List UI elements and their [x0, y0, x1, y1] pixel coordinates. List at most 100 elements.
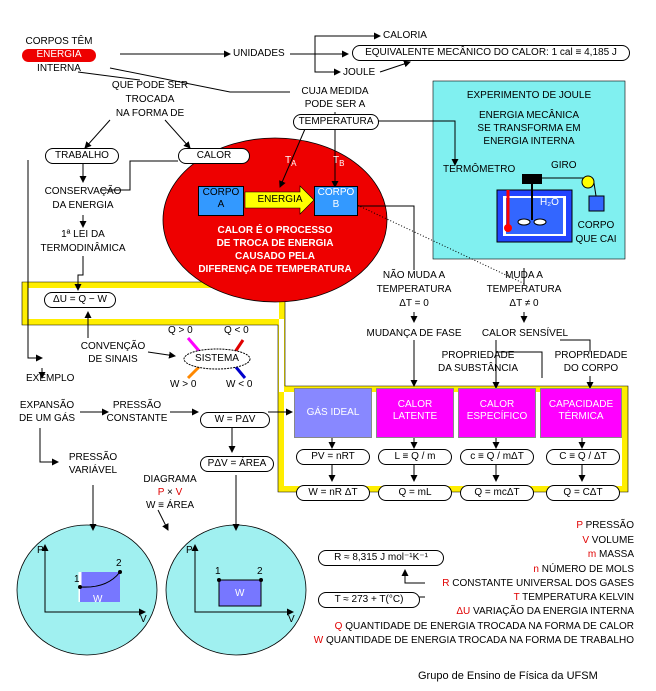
capacidade-termica-line1: CAPACIDADE — [548, 399, 614, 410]
formula-especifico: c ≡ Q / mΔT — [460, 449, 534, 465]
legend-symbol: R — [442, 578, 450, 589]
energia-arrow — [244, 185, 315, 215]
convencao-line2: DE SINAIS — [88, 354, 138, 365]
legend-symbol: m — [587, 549, 597, 560]
legend-row: V VOLUME — [582, 535, 634, 548]
graph2-v-axis: V — [288, 614, 295, 625]
pressao-var-line2: VARIÁVEL — [68, 465, 118, 476]
unidades-label: UNIDADES — [233, 48, 285, 59]
mudanca-fase-label: MUDANÇA DE FASE — [366, 328, 462, 339]
legend-row: m MASSA — [588, 549, 634, 562]
legend-text: TEMPERATURA KELVIN — [522, 592, 634, 603]
formula-capacidade: C ≡ Q / ΔT — [546, 449, 620, 465]
energia-arrow-label: ENERGIA — [257, 194, 303, 205]
legend-symbol: V — [582, 535, 589, 546]
diagrama-label: DIAGRAMA — [143, 474, 197, 485]
nao-muda-line3: ΔT = 0 — [399, 298, 429, 309]
q-positive-label: Q > 0 — [168, 325, 193, 336]
exemplo-label: EXEMPLO — [26, 373, 75, 384]
graph1-p-axis: P — [37, 545, 44, 556]
calor-latente-line1: CALOR — [397, 399, 433, 410]
blob-line1: CALOR É O PROCESSO — [217, 225, 333, 236]
legend-symbol: n — [533, 564, 539, 575]
corpo-b-box: CORPO B — [314, 186, 358, 216]
r-formula-pill: R ≈ 8,315 J mol⁻¹K⁻¹ — [318, 550, 444, 566]
legend-row: R CONSTANTE UNIVERSAL DOS GASES — [442, 578, 634, 591]
corpo-b-line2: B — [332, 199, 340, 210]
cuja-label: CUJA MEDIDA — [301, 86, 369, 97]
header-line3: INTERNA — [37, 63, 81, 74]
graph2-point1: 1 — [215, 566, 221, 577]
lei-line2: TERMODINÂMICA — [40, 243, 126, 254]
prop-substancia-line1: PROPRIEDADE — [441, 350, 515, 361]
joule-line3: ENERGIA INTERNA — [483, 136, 575, 147]
trabalho-pill: TRABALHO — [45, 148, 119, 164]
w-positive-label: W > 0 — [170, 379, 197, 390]
formula-q-ml: Q = mL — [378, 485, 452, 501]
legend-symbol: T — [513, 592, 520, 603]
expansao-line2: DE UM GÁS — [18, 413, 76, 424]
blob-line3: CAUSADO PELA — [234, 251, 315, 262]
legend-symbol: W — [313, 635, 324, 646]
credit: Grupo de Ensino de Física da UFSM — [418, 670, 598, 682]
lei-line1: 1ª LEI DA — [61, 229, 105, 240]
graph1-v-axis: V — [140, 614, 147, 625]
calor-especifico-line2: ESPECÍFICO — [466, 411, 528, 422]
corpo-cai-line1: CORPO — [577, 220, 615, 231]
formula-q-cdt: Q = CΔT — [546, 485, 620, 501]
legend-text: QUANTIDADE DE ENERGIA TROCADA NA FORMA D… — [325, 635, 634, 646]
formula-q-mcdt: Q = mcΔT — [460, 485, 534, 501]
formula-pv-nrt: PV = nRT — [296, 449, 370, 465]
prop-corpo-line2: DO CORPO — [563, 363, 619, 374]
w-area-label: W ≡ ÁREA — [145, 500, 195, 511]
legend-text: CONSTANTE UNIVERSAL DOS GASES — [452, 578, 634, 589]
legend-row: n NÚMERO DE MOLS — [533, 564, 634, 577]
pressao-var-line1: PRESSÃO — [68, 452, 118, 463]
prop-substancia-line2: DA SUBSTÂNCIA — [437, 363, 519, 374]
pv-graph-constant — [191, 544, 294, 616]
formula-w-nrdt: W = nR ΔT — [296, 485, 370, 501]
joule-line1: ENERGIA MECÂNICA — [478, 110, 580, 121]
convencao-line1: CONVENÇÃO — [80, 341, 146, 352]
graph1-point2: 2 — [116, 558, 122, 569]
trocada-line3: NA FORMA DE — [115, 108, 185, 119]
conserv-line2: DA ENERGIA — [52, 200, 114, 211]
graph1-w: W — [93, 594, 103, 605]
corpo-a-line1: CORPO — [202, 187, 240, 198]
legend-symbol: Q — [334, 621, 343, 632]
t-formula-pill: T ≈ 273 + T(°C) — [318, 592, 420, 608]
pressao-const-line1: PRESSÃO — [112, 400, 162, 411]
corpo-a-line2: A — [217, 199, 225, 210]
header-line1: CORPOS TÊM — [25, 36, 93, 47]
gas-ideal-box: GÁS IDEAL — [294, 388, 372, 438]
red-blob — [162, 137, 388, 303]
giro-label: GIRO — [551, 160, 577, 171]
muda-line3: ΔT ≠ 0 — [509, 298, 539, 309]
legend-text: QUANTIDADE DE ENERGIA TROCADA NA FORMA D… — [345, 621, 634, 632]
w-pdv-pill: W = PΔV — [200, 412, 270, 428]
calor-especifico-box: CALOR ESPECÍFICO — [458, 388, 536, 438]
legend-row: ΔU VARIAÇÃO DA ENERGIA INTERNA — [456, 606, 634, 619]
corpo-b-line1: CORPO — [317, 187, 355, 198]
temperatura-pill: TEMPERATURA — [293, 114, 379, 130]
calor-latente-box: CALOR LATENTE — [376, 388, 454, 438]
pxv-label: P × V — [157, 487, 183, 498]
q-negative-label: Q < 0 — [224, 325, 249, 336]
legend-text: VARIAÇÃO DA ENERGIA INTERNA — [473, 606, 634, 617]
legend-text: MASSA — [598, 549, 634, 560]
graph2-w: W — [235, 588, 245, 599]
legend-row: Q QUANTIDADE DE ENERGIA TROCADA NA FORMA… — [335, 621, 634, 634]
legend-row: P PRESSÃO — [576, 520, 634, 533]
pdv-area-pill: PΔV = ÁREA — [200, 456, 274, 472]
graph2-point2: 2 — [257, 566, 263, 577]
calor-especifico-line1: CALOR — [479, 399, 515, 410]
conserv-line1: CONSERVAÇÃO — [44, 186, 122, 197]
h2o-label: H₂O — [540, 197, 559, 208]
joule-title: EXPERIMENTO DE JOULE — [466, 90, 592, 101]
legend-text: NÚMERO DE MOLS — [541, 564, 634, 575]
calor-sensivel-label: CALOR SENSÍVEL — [481, 328, 569, 339]
sistema-label: SISTEMA — [195, 353, 239, 364]
capacidade-termica-line2: TÉRMICA — [558, 411, 604, 422]
joule-label: JOULE — [343, 67, 376, 78]
